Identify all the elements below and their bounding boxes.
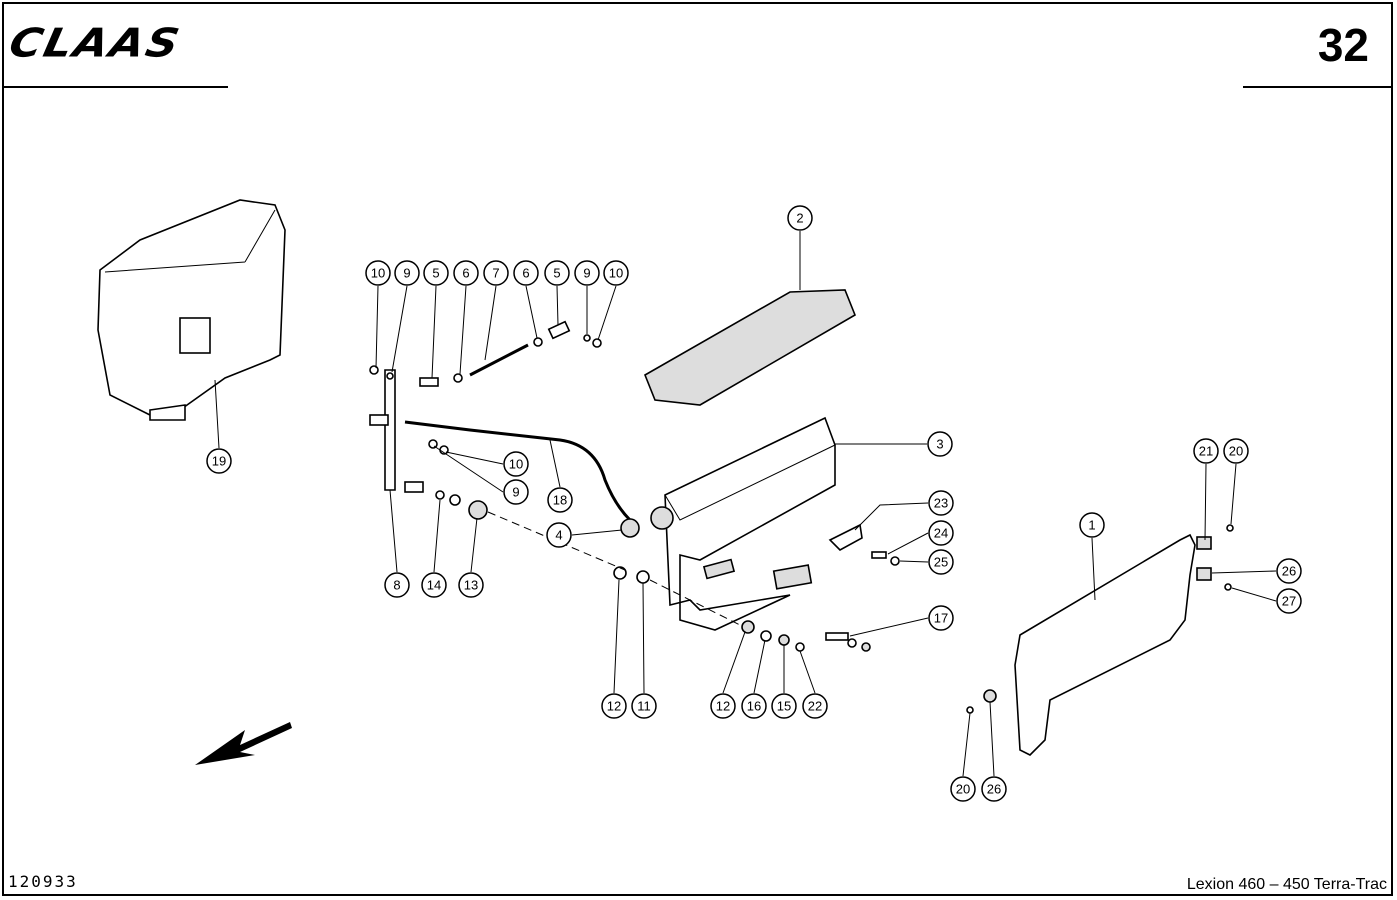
svg-text:13: 13 — [464, 578, 478, 593]
callout-5[interactable]: 5 — [544, 260, 570, 286]
callout-11[interactable]: 11 — [631, 693, 657, 719]
callout-25[interactable]: 25 — [928, 549, 954, 575]
callout-26[interactable]: 26 — [1276, 558, 1302, 584]
drawing-code: 120933 — [8, 872, 78, 891]
svg-text:25: 25 — [934, 555, 948, 570]
svg-text:18: 18 — [553, 493, 567, 508]
callout-14[interactable]: 14 — [421, 572, 447, 598]
part-8-lever — [369, 369, 424, 493]
callout-8[interactable]: 8 — [384, 572, 410, 598]
header-rule-left — [2, 86, 228, 88]
leader-lines — [214, 231, 1277, 777]
callout-3[interactable]: 3 — [927, 431, 953, 457]
callout-27[interactable]: 27 — [1276, 588, 1302, 614]
part-3-console — [664, 416, 836, 631]
part-1-side-panel — [966, 524, 1234, 756]
callout-20[interactable]: 20 — [1223, 438, 1249, 464]
svg-text:9: 9 — [403, 266, 410, 281]
callout-10[interactable]: 10 — [503, 451, 529, 477]
part-18-cable — [404, 420, 632, 522]
callout-18[interactable]: 18 — [547, 487, 573, 513]
direction-arrow — [195, 722, 292, 765]
svg-text:5: 5 — [553, 266, 560, 281]
svg-text:20: 20 — [1229, 444, 1243, 459]
svg-text:9: 9 — [512, 485, 519, 500]
svg-text:7: 7 — [492, 266, 499, 281]
svg-text:12: 12 — [607, 699, 621, 714]
svg-text:10: 10 — [609, 266, 623, 281]
part-7-rod — [369, 320, 602, 387]
callout-9[interactable]: 9 — [503, 479, 529, 505]
svg-text:6: 6 — [522, 266, 529, 281]
svg-text:20: 20 — [956, 782, 970, 797]
svg-text:9: 9 — [583, 266, 590, 281]
callout-17[interactable]: 17 — [928, 605, 954, 631]
callout-5[interactable]: 5 — [423, 260, 449, 286]
callout-7[interactable]: 7 — [483, 260, 509, 286]
callout-23[interactable]: 23 — [928, 490, 954, 516]
svg-text:26: 26 — [1282, 564, 1296, 579]
callout-12[interactable]: 12 — [601, 693, 627, 719]
callout-19[interactable]: 19 — [206, 448, 232, 474]
part-2-armrest-cushion — [643, 289, 856, 406]
svg-text:10: 10 — [371, 266, 385, 281]
callout-20[interactable]: 20 — [950, 776, 976, 802]
svg-text:4: 4 — [555, 528, 562, 543]
svg-text:8: 8 — [393, 578, 400, 593]
callout-10[interactable]: 10 — [603, 260, 629, 286]
part-19-cover — [97, 199, 286, 421]
svg-text:2: 2 — [796, 211, 803, 226]
svg-text:19: 19 — [212, 454, 226, 469]
svg-text:14: 14 — [427, 578, 441, 593]
callout-2[interactable]: 2 — [787, 205, 813, 231]
callout-10[interactable]: 10 — [365, 260, 391, 286]
svg-text:12: 12 — [716, 699, 730, 714]
svg-text:10: 10 — [509, 457, 523, 472]
callout-24[interactable]: 24 — [928, 520, 954, 546]
page-number: 32 — [1317, 19, 1369, 71]
header-rule-right — [1243, 86, 1393, 88]
svg-text:24: 24 — [934, 526, 948, 541]
callout-6[interactable]: 6 — [453, 260, 479, 286]
svg-text:5: 5 — [432, 266, 439, 281]
callout-9[interactable]: 9 — [394, 260, 420, 286]
small-hardware — [428, 439, 900, 652]
svg-text:16: 16 — [747, 699, 761, 714]
svg-text:6: 6 — [462, 266, 469, 281]
callout-4[interactable]: 4 — [546, 522, 572, 548]
svg-text:21: 21 — [1199, 444, 1213, 459]
svg-text:1: 1 — [1088, 518, 1095, 533]
callout-21[interactable]: 21 — [1193, 438, 1219, 464]
callout-9[interactable]: 9 — [574, 260, 600, 286]
svg-text:26: 26 — [987, 782, 1001, 797]
callout-1[interactable]: 1 — [1079, 512, 1105, 538]
callout-12[interactable]: 12 — [710, 693, 736, 719]
callout-15[interactable]: 15 — [771, 693, 797, 719]
model-name: Lexion 460 – 450 Terra-Trac — [1186, 876, 1387, 893]
svg-text:3: 3 — [936, 437, 943, 452]
callout-22[interactable]: 22 — [802, 693, 828, 719]
callout-16[interactable]: 16 — [741, 693, 767, 719]
callout-6[interactable]: 6 — [513, 260, 539, 286]
callout-26[interactable]: 26 — [981, 776, 1007, 802]
svg-text:17: 17 — [934, 611, 948, 626]
svg-text:22: 22 — [808, 699, 822, 714]
svg-text:27: 27 — [1282, 594, 1296, 609]
callout-13[interactable]: 13 — [458, 572, 484, 598]
svg-text:11: 11 — [637, 699, 651, 714]
svg-text:23: 23 — [934, 496, 948, 511]
svg-text:15: 15 — [777, 699, 791, 714]
